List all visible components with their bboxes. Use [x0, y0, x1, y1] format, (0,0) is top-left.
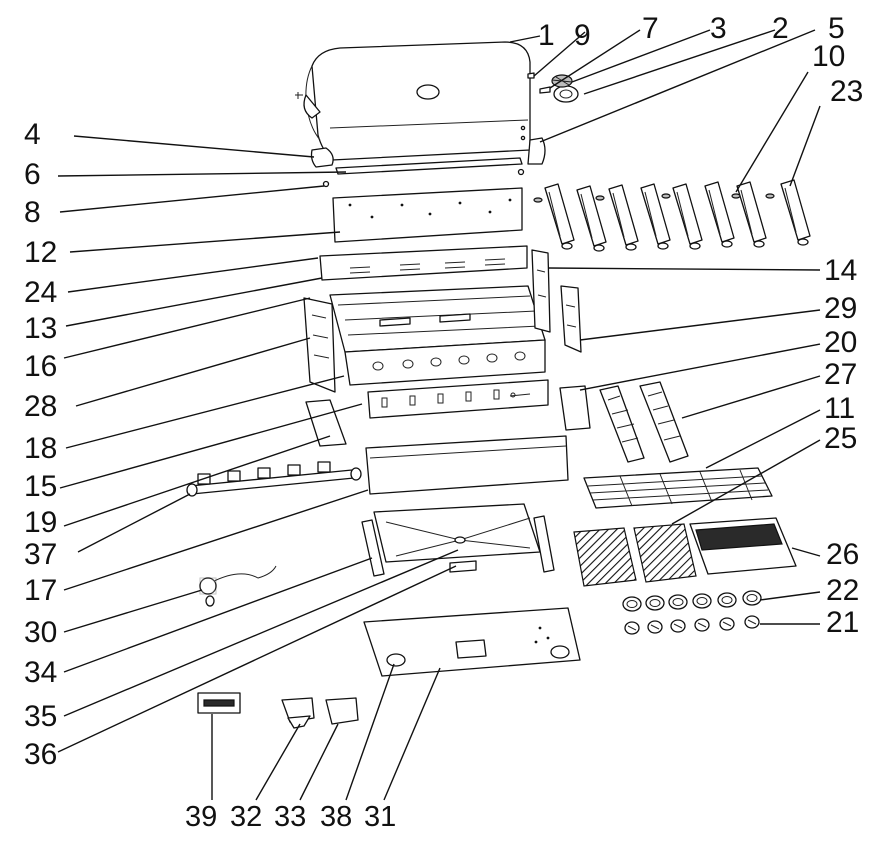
callout-numbers: 1 9 7 3 2 5 10 23 4 6 8 12 24 13 16 28 1…	[24, 12, 863, 833]
lid-part	[295, 41, 531, 161]
callout-2: 2	[772, 12, 789, 45]
side-panels-part	[303, 249, 582, 393]
manifold-plate-part	[367, 379, 549, 419]
callout-28: 28	[24, 390, 57, 423]
callout-24: 24	[24, 276, 57, 309]
callout-25: 25	[824, 422, 857, 455]
valve-manifold-part	[186, 461, 362, 497]
callout-13: 13	[24, 312, 57, 345]
callout-23: 23	[830, 75, 863, 108]
callout-6: 6	[24, 158, 41, 191]
callout-10: 10	[812, 40, 845, 73]
burners-part	[533, 179, 811, 252]
callout-17: 17	[24, 574, 57, 607]
lid-handle-part	[310, 137, 546, 188]
leader-lines	[57, 29, 821, 801]
callout-1: 1	[538, 19, 555, 52]
grease-cups-part	[281, 697, 359, 729]
callout-15: 15	[24, 470, 57, 503]
control-knobs-part	[622, 590, 762, 635]
callout-20: 20	[824, 326, 857, 359]
grease-tray-part	[305, 385, 591, 447]
callout-7: 7	[642, 12, 659, 45]
callout-37: 37	[24, 538, 57, 571]
callout-39: 39	[185, 801, 217, 833]
flame-tamers-part	[599, 381, 689, 463]
cooking-grates-part	[573, 517, 797, 587]
callout-19: 19	[24, 506, 57, 539]
callout-34: 34	[24, 656, 57, 689]
callout-27: 27	[824, 358, 857, 391]
warming-rack-part	[583, 467, 773, 509]
callout-22: 22	[826, 574, 859, 607]
callout-36: 36	[24, 738, 57, 771]
callout-5: 5	[828, 12, 845, 45]
callout-32: 32	[230, 801, 262, 833]
callout-35: 35	[24, 700, 57, 733]
callout-31: 31	[364, 801, 396, 833]
callout-8: 8	[24, 196, 41, 229]
callout-30: 30	[24, 616, 57, 649]
grease-tray-frame-part	[361, 503, 555, 577]
firebox-part	[329, 285, 546, 386]
bottom-shelf-part	[363, 607, 581, 677]
callout-3: 3	[710, 12, 727, 45]
thermometer-part	[527, 72, 579, 103]
callout-9: 9	[574, 19, 591, 52]
rear-panel-part	[332, 187, 523, 243]
callout-18: 18	[24, 432, 57, 465]
callout-26: 26	[826, 538, 859, 571]
callout-21: 21	[826, 606, 859, 639]
callout-38: 38	[320, 801, 352, 833]
regulator-hose-part	[199, 565, 277, 607]
callout-11: 11	[824, 392, 855, 425]
control-panel-part	[365, 435, 569, 495]
callout-14: 14	[824, 254, 857, 287]
callout-16: 16	[24, 350, 57, 383]
hardware-pack-part	[197, 692, 241, 714]
callout-29: 29	[824, 292, 857, 325]
vented-panel-part	[319, 245, 528, 281]
callout-33: 33	[274, 801, 306, 833]
callout-12: 12	[24, 236, 57, 269]
callout-4: 4	[24, 118, 41, 151]
